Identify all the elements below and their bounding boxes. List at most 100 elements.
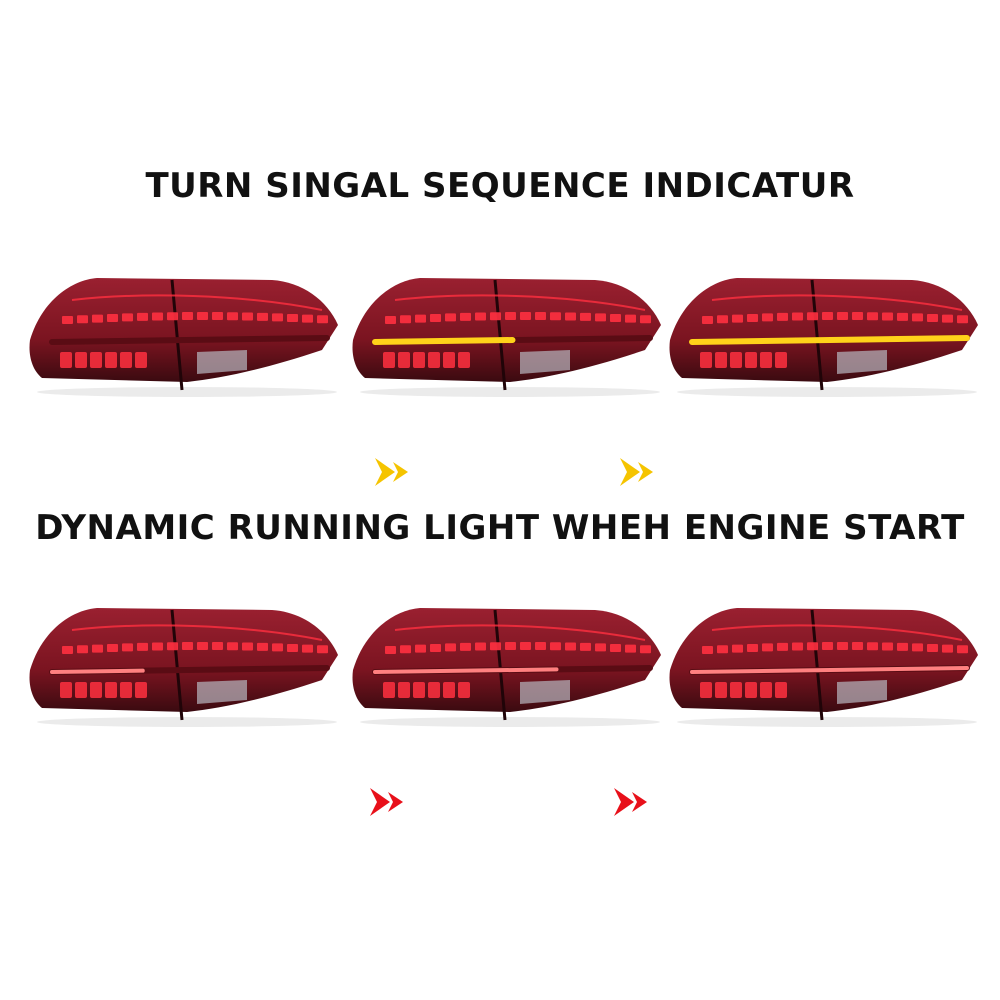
led-segment xyxy=(942,644,953,653)
led-segment xyxy=(702,316,713,324)
led-segment xyxy=(460,312,471,321)
led-segment xyxy=(927,644,938,652)
led-segment xyxy=(882,312,893,321)
amber-indicator-bar xyxy=(689,335,970,345)
running-light-bar xyxy=(690,666,969,674)
led-segment xyxy=(92,644,103,653)
led-segment xyxy=(867,642,878,651)
led-segment xyxy=(747,314,758,322)
led-segment xyxy=(62,646,73,654)
led-segment xyxy=(595,313,606,322)
led-segment xyxy=(927,314,938,322)
led-segment xyxy=(852,312,863,321)
led-segment xyxy=(137,642,148,651)
led-segment xyxy=(867,312,878,321)
led-segment xyxy=(385,646,396,654)
led-segment xyxy=(822,312,833,321)
led-segment xyxy=(912,313,923,322)
led-segment xyxy=(505,642,516,651)
led-segment xyxy=(430,314,441,322)
led-segment xyxy=(475,642,486,651)
reverse-lens xyxy=(197,350,247,374)
taillight-running-frame-3 xyxy=(669,608,978,727)
led-segment xyxy=(317,645,328,654)
led-segment xyxy=(807,312,818,321)
led-segment xyxy=(430,644,441,652)
led-segment xyxy=(852,642,863,651)
led-segment xyxy=(535,312,546,321)
led-segment xyxy=(197,642,208,650)
led-segment xyxy=(415,644,426,653)
reverse-lens xyxy=(837,680,887,704)
led-segment xyxy=(732,314,743,323)
led-segment xyxy=(747,644,758,652)
led-segment xyxy=(460,642,471,651)
led-segment xyxy=(717,645,728,654)
led-segment xyxy=(897,312,908,321)
led-segment xyxy=(385,316,396,324)
led-segment xyxy=(122,643,133,652)
led-segment xyxy=(415,314,426,323)
led-segment xyxy=(702,646,713,654)
led-segment xyxy=(400,645,411,654)
led-segment xyxy=(212,642,223,651)
led-segment xyxy=(897,642,908,651)
led-segment xyxy=(732,644,743,653)
led-segment xyxy=(227,312,238,321)
led-segment xyxy=(505,312,516,321)
led-segment xyxy=(302,314,313,323)
led-segment xyxy=(792,642,803,651)
led-segment xyxy=(242,642,253,651)
reverse-lens xyxy=(197,680,247,704)
led-segment xyxy=(520,642,531,650)
led-segment xyxy=(565,642,576,651)
led-segment xyxy=(580,642,591,651)
led-segment xyxy=(107,314,118,322)
led-segment xyxy=(257,312,268,321)
led-segment xyxy=(77,315,88,324)
led-segment xyxy=(272,313,283,322)
led-segment xyxy=(475,312,486,321)
led-segment xyxy=(777,312,788,321)
led-segment xyxy=(625,314,636,323)
led-segment xyxy=(550,312,561,321)
reverse-lens xyxy=(520,350,570,374)
led-segment xyxy=(792,312,803,321)
taillight-running-frame-1 xyxy=(29,608,338,727)
led-segment xyxy=(550,642,561,651)
yellow-sequence-arrow xyxy=(130,458,880,486)
turn-signal-heading: TURN SINGAL SEQUENCE INDICATUR xyxy=(145,166,855,206)
taillight-turn-frame-1 xyxy=(29,278,338,397)
led-segment xyxy=(777,642,788,651)
reverse-lens xyxy=(520,680,570,704)
led-segment xyxy=(640,315,651,324)
led-segment xyxy=(77,645,88,654)
led-segment xyxy=(882,642,893,651)
led-segment xyxy=(257,642,268,651)
red-sequence-arrow xyxy=(130,788,880,816)
led-segment xyxy=(167,642,178,651)
led-segment xyxy=(535,642,546,651)
taillight-turn-frame-3 xyxy=(669,278,978,397)
led-segment xyxy=(302,644,313,653)
led-segment xyxy=(490,312,501,321)
taillight-turn-frame-2 xyxy=(352,278,661,397)
led-segment xyxy=(272,643,283,652)
led-segment xyxy=(610,314,621,322)
led-segment xyxy=(317,315,328,324)
led-segment xyxy=(565,312,576,321)
led-segment xyxy=(197,312,208,320)
led-segment xyxy=(957,315,968,324)
led-segment xyxy=(167,312,178,321)
led-segment xyxy=(822,642,833,651)
led-segment xyxy=(912,643,923,652)
led-segment xyxy=(807,642,818,651)
led-segment xyxy=(625,644,636,653)
led-segment xyxy=(942,314,953,323)
led-segment xyxy=(62,316,73,324)
chevron-right-icon xyxy=(370,788,647,816)
led-segment xyxy=(445,313,456,322)
running-light-bar xyxy=(50,668,145,674)
led-segment xyxy=(92,314,103,323)
led-segment xyxy=(242,312,253,321)
